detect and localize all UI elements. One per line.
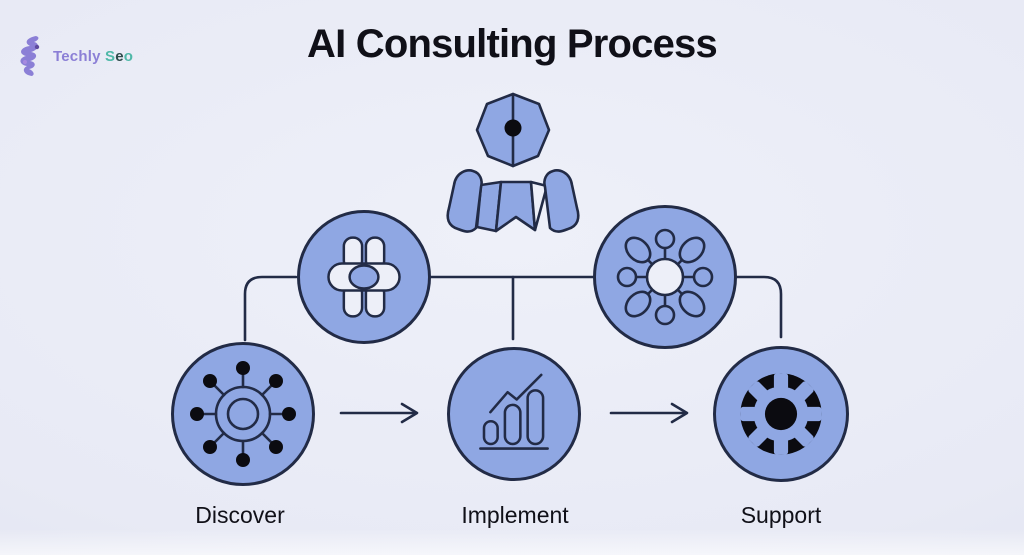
- brand-logo: Techly Seo: [16, 34, 133, 78]
- arrow-implement-to-support: [609, 402, 689, 424]
- arrow-discover-to-implement: [339, 402, 419, 424]
- step-circle-discover: [171, 342, 315, 486]
- stage-circle-network: [593, 205, 737, 349]
- brand-name-s: S: [104, 47, 116, 65]
- growth-bar-chart-icon: [479, 373, 549, 450]
- step-circle-implement: [447, 347, 581, 481]
- step-label-discover: Discover: [195, 502, 285, 528]
- person-arm-right: [543, 169, 580, 233]
- brand-name-first: Techly: [53, 47, 101, 65]
- brand-name: Techly Seo: [53, 48, 133, 65]
- person-figure-icon: [446, 92, 580, 233]
- page-title: AI Consulting Process: [307, 22, 718, 66]
- step-label-implement: Implement: [461, 502, 569, 528]
- person-arm-left: [446, 169, 483, 233]
- brand-squiggle-icon: [20, 36, 40, 76]
- step-label-support: Support: [740, 502, 822, 528]
- hub-connections-icon: [616, 228, 714, 326]
- connector-strategy-to-discover: [243, 275, 298, 342]
- connector-network-to-support: [735, 275, 783, 339]
- step-circle-support: [713, 346, 849, 482]
- person-body-panel: [494, 180, 537, 233]
- brand-name-e: e: [115, 47, 124, 65]
- person-body-facet-right: [529, 180, 549, 232]
- brand-name-o: o: [123, 47, 134, 65]
- stage-circle-strategy: [297, 210, 431, 344]
- flower-modules-icon: [327, 236, 401, 318]
- radial-network-icon: [190, 361, 296, 467]
- gear-icon: [740, 373, 822, 455]
